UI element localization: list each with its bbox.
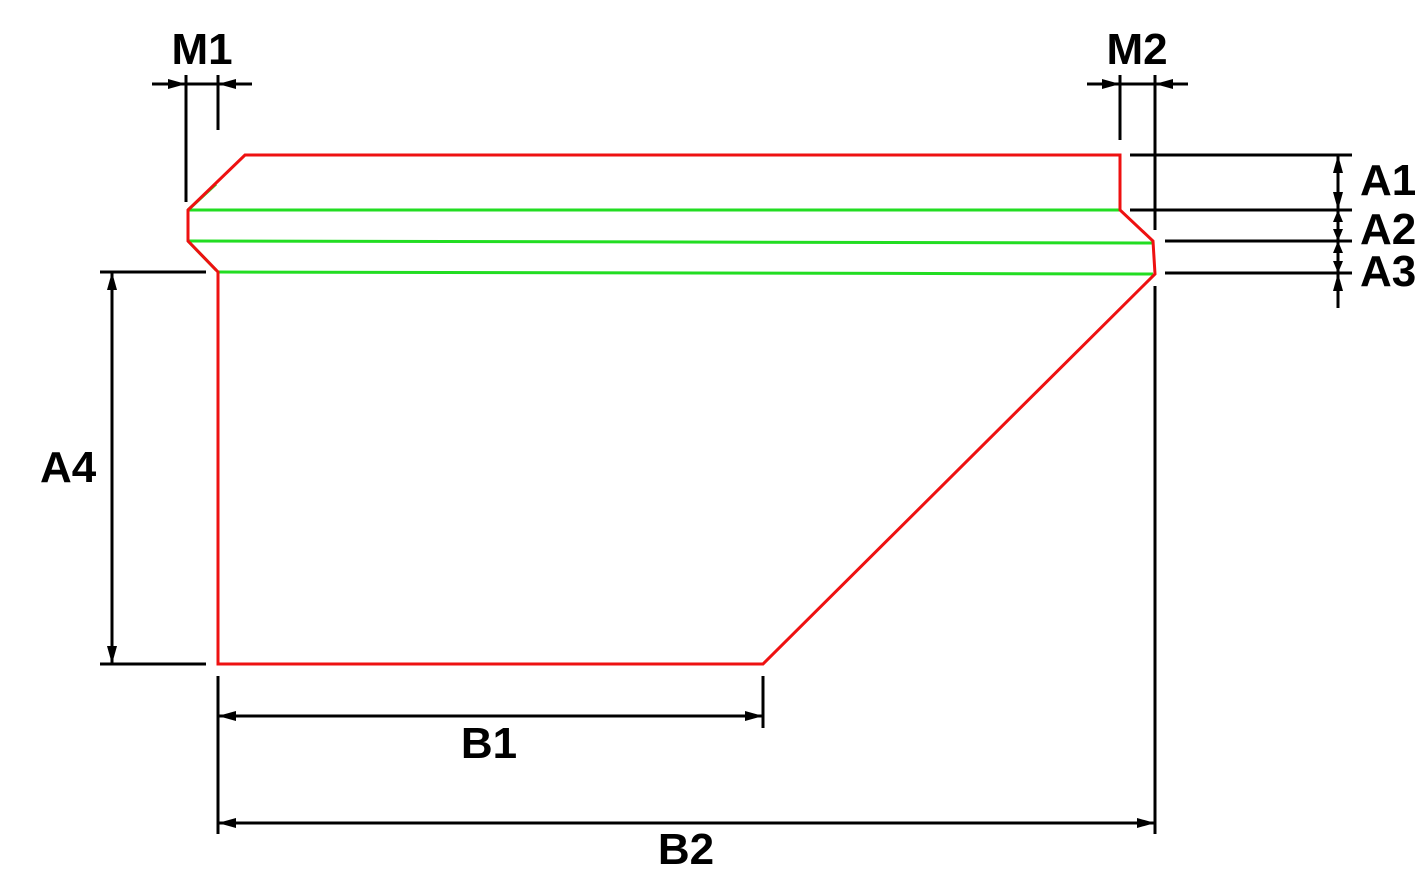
a2-arrowhead-top bbox=[1333, 210, 1343, 222]
b2-label: B2 bbox=[658, 825, 714, 872]
dimension-a2: A2 bbox=[1333, 205, 1416, 254]
a1-arrowhead-bottom bbox=[1333, 192, 1343, 210]
dimension-a4: A4 bbox=[40, 270, 206, 666]
profile-outline bbox=[186, 153, 1157, 666]
m1-label: M1 bbox=[171, 25, 232, 74]
a3-arrowhead-lower bbox=[1333, 273, 1343, 291]
b2-arrowhead-left bbox=[218, 818, 236, 828]
a1-label: A1 bbox=[1360, 156, 1416, 205]
m1-arrowhead-left bbox=[168, 79, 186, 89]
a4-label: A4 bbox=[40, 443, 97, 492]
a4-arrowhead-bottom bbox=[107, 646, 117, 664]
a1-arrowhead-top bbox=[1333, 155, 1343, 173]
b1-arrowhead-left bbox=[218, 711, 236, 721]
dimension-m1: M1 bbox=[152, 25, 252, 202]
dimension-a-right-extensions bbox=[1130, 153, 1352, 308]
band-line-middle bbox=[187, 239, 1154, 245]
a3-arrowhead-top bbox=[1333, 241, 1343, 253]
b1-label: B1 bbox=[461, 719, 517, 768]
b1-arrowhead-right bbox=[745, 711, 763, 721]
green-band-lines bbox=[186, 155, 1154, 276]
m2-arrowhead-left bbox=[1102, 79, 1120, 89]
b2-arrowhead-right bbox=[1137, 818, 1155, 828]
dimension-a1: A1 bbox=[1333, 155, 1416, 210]
a2-label: A2 bbox=[1360, 205, 1416, 254]
dimension-a3: A3 bbox=[1333, 241, 1416, 296]
a3-label: A3 bbox=[1360, 247, 1416, 296]
m1-arrowhead-right bbox=[218, 79, 236, 89]
dimension-b2: B2 bbox=[218, 286, 1157, 872]
a3-arrowhead-bottom bbox=[1333, 261, 1343, 273]
m2-arrowhead-right bbox=[1155, 79, 1173, 89]
a4-arrowhead-top bbox=[107, 272, 117, 290]
a2-arrowhead-bottom bbox=[1333, 229, 1343, 241]
m2-label: M2 bbox=[1106, 25, 1167, 74]
dimension-b1: B1 bbox=[216, 676, 765, 834]
band-line-bottom bbox=[217, 270, 1154, 276]
dimension-m2: M2 bbox=[1087, 25, 1188, 230]
